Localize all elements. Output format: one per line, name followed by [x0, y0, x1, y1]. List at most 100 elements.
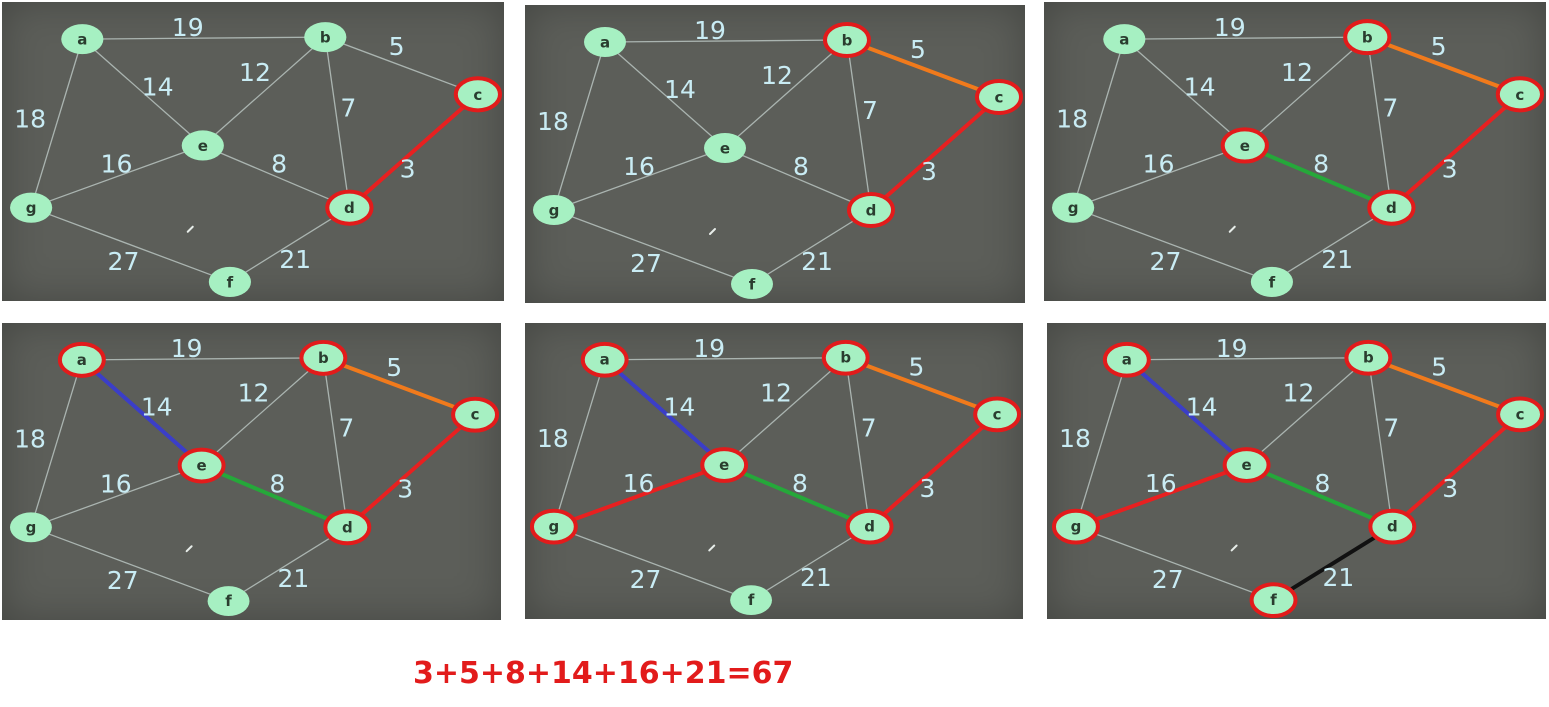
node-g-label: g [26, 518, 37, 536]
edge-a-e [604, 41, 726, 149]
selected-edge-b-c [321, 355, 478, 417]
node-g-selected-ring [1051, 508, 1100, 545]
node-a-selected-ring [57, 341, 106, 378]
edge-weight-a-g: 18 [537, 424, 569, 453]
node-d-selected-ring [1368, 508, 1417, 545]
edge-weight-a-e: 14 [664, 392, 696, 421]
edge-weight-b-c: 5 [386, 353, 402, 382]
edge-weight-b-e: 12 [1281, 58, 1313, 87]
edge-weight-f-d: 21 [800, 563, 832, 592]
node-d-selected-ring [323, 509, 372, 546]
selected-edge-e-d [1242, 143, 1394, 210]
stray-mark [185, 545, 193, 553]
node-a-circle [61, 24, 104, 55]
node-g-label: g [549, 202, 560, 220]
node-c-label: c [995, 89, 1004, 107]
node-e: e [177, 447, 226, 484]
node-f-circle [1252, 585, 1295, 616]
edge-a-b [82, 36, 326, 40]
node-g-label: g [1068, 199, 1079, 217]
edge-weight-c-d: 3 [400, 155, 416, 184]
node-f-circle [207, 586, 250, 617]
node-b-label: b [318, 349, 329, 367]
edge-weight-b-c: 5 [910, 35, 926, 64]
node-b-label: b [1363, 349, 1374, 367]
node-d: d [845, 508, 894, 545]
edge-weight-e-d: 8 [1313, 150, 1329, 179]
node-g-circle [1052, 192, 1095, 223]
node-c-selected-ring [975, 79, 1023, 115]
edge-f-d [228, 526, 348, 602]
node-a-label: a [77, 351, 87, 369]
node-a: a [1102, 341, 1151, 378]
selected-edge-e-d [722, 463, 872, 529]
selected-edge-b-c [1365, 35, 1522, 97]
node-c-label: c [471, 406, 480, 424]
node-e-selected-ring [700, 447, 749, 483]
node-f-label: f [1269, 273, 1276, 291]
node-f-label: f [225, 592, 232, 610]
edge-weight-b-d: 7 [862, 96, 878, 125]
node-d: d [325, 189, 374, 226]
edge-weight-b-c: 5 [909, 353, 925, 382]
node-e-label: e [1242, 456, 1252, 474]
selected-edge-c-d [347, 92, 480, 210]
edge-b-d [1367, 357, 1393, 527]
edge-weight-a-e: 14 [142, 72, 174, 101]
stray-mark [1230, 544, 1238, 552]
node-f-label: f [227, 273, 234, 291]
edge-b-d [845, 357, 871, 527]
edge-b-e [1244, 36, 1368, 146]
edge-weight-e-d: 8 [270, 469, 286, 498]
node-g-circle [533, 195, 575, 225]
edge-weight-a-b: 19 [693, 334, 725, 363]
node-d-circle [326, 512, 369, 543]
edge-weight-b-d: 7 [340, 93, 356, 122]
node-e-selected-ring [1220, 127, 1269, 164]
node-b-label: b [1362, 29, 1373, 47]
node-c-selected-ring [451, 396, 500, 433]
node-g-circle [1054, 511, 1097, 542]
node-b-circle [1346, 22, 1389, 53]
edge-weight-g-f: 27 [630, 249, 662, 278]
stray-mark [1228, 225, 1236, 233]
node-e: e [700, 447, 749, 483]
edge-weight-b-e: 12 [1283, 379, 1315, 408]
edge-weight-c-d: 3 [1442, 474, 1458, 503]
edge-weight-a-g: 18 [537, 107, 569, 136]
edge-a-g [30, 359, 83, 528]
edge-weight-b-d: 7 [1383, 413, 1399, 442]
edge-weight-b-e: 12 [760, 379, 792, 408]
node-c: c [451, 396, 500, 433]
node-b: b [304, 22, 347, 53]
node-e-label: e [197, 457, 207, 475]
edge-weight-g-f: 27 [108, 247, 140, 276]
node-b-selected-ring [1344, 339, 1393, 376]
node-g-circle [9, 512, 52, 543]
selected-edge-a-e [79, 357, 204, 468]
node-g: g [1051, 508, 1100, 545]
node-b-label: b [320, 29, 331, 47]
node-c-label: c [473, 86, 482, 104]
node-b-selected-ring [299, 339, 348, 376]
node-g: g [533, 195, 575, 225]
node-f: f [1250, 266, 1293, 297]
node-f: f [1249, 582, 1298, 619]
node-e-circle [181, 130, 224, 161]
edge-a-b [81, 357, 324, 361]
node-f-circle [731, 269, 773, 299]
edge-b-e [201, 357, 324, 467]
node-b: b [299, 339, 348, 376]
node-d-selected-ring [325, 189, 374, 226]
total-weight-equation: 3+5+8+14+16+21=67 [413, 656, 794, 691]
node-f-circle [730, 585, 773, 616]
edge-weight-e-g: 16 [623, 152, 655, 181]
node-c-circle [1498, 79, 1541, 110]
node-c-label: c [1516, 405, 1525, 423]
edge-weight-a-b: 19 [172, 13, 204, 42]
node-a: a [580, 341, 629, 378]
